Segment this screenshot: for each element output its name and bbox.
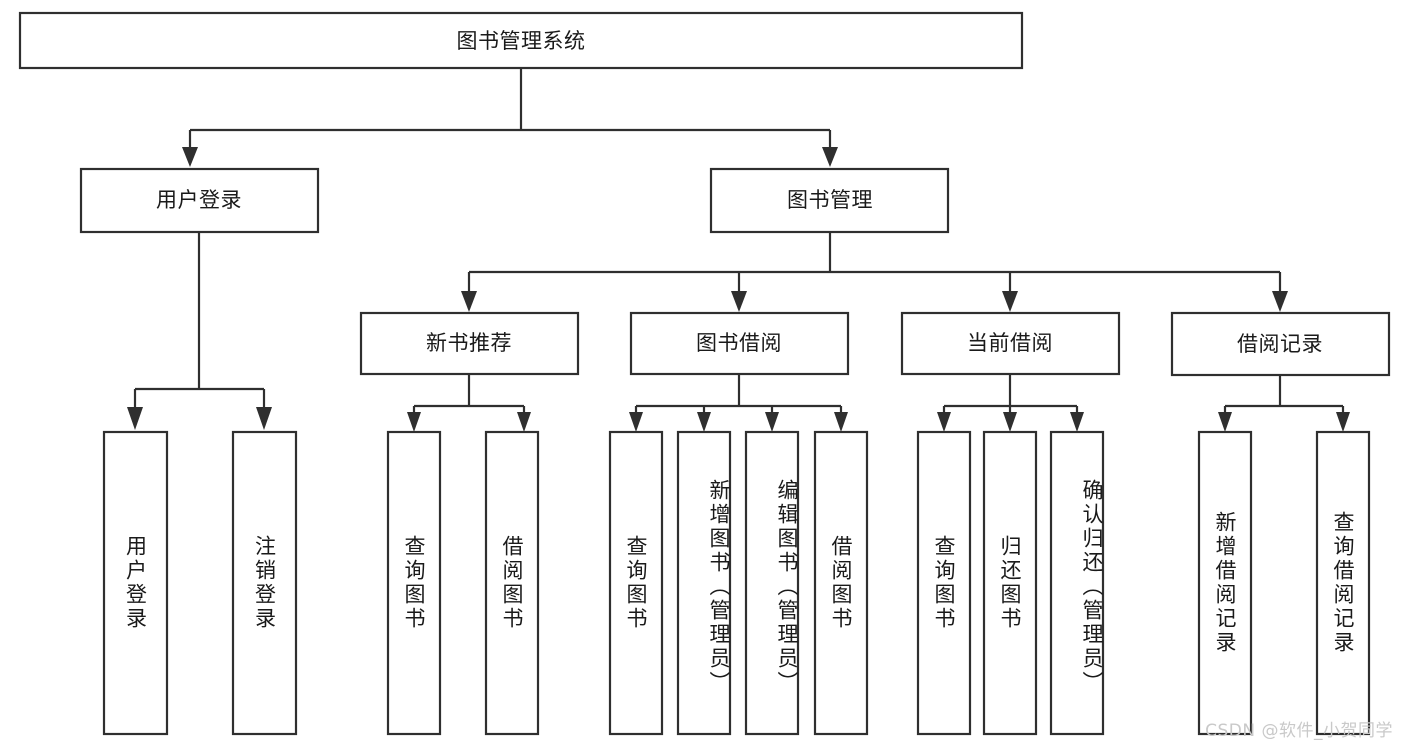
arrow-to-book-mgmt (822, 147, 838, 167)
arrow-leaf-logout (256, 407, 272, 430)
arrow-leaf-query-book-2 (629, 412, 643, 432)
node-book-borrow-label: 图书借阅 (696, 331, 782, 355)
leaf-boxes-new-book-recommend (386, 430, 540, 736)
arrow-to-borrow-record (1272, 291, 1288, 312)
leaf-box-query-book-3[interactable] (916, 430, 972, 736)
node-current-borrow-box (900, 311, 1121, 376)
arrow-to-book-borrow (731, 291, 747, 312)
leaf-box-edit-book[interactable] (744, 430, 800, 736)
arrow-to-current-borrow (1002, 291, 1018, 312)
node-user-login-label: 用户登录 (156, 188, 242, 212)
node-borrow-record-label: 借阅记录 (1237, 332, 1323, 356)
leaf-box-borrow-book-2[interactable] (813, 430, 869, 736)
node-root-label: 图书管理系统 (457, 29, 586, 53)
arrow-leaf-borrow-book-1 (517, 412, 531, 432)
arrow-leaf-return-book (1003, 412, 1017, 432)
leaf-box-query-book-1[interactable] (386, 430, 442, 736)
leaf-boxes-current-borrow (916, 430, 1105, 736)
leaf-box-add-record[interactable] (1197, 430, 1253, 736)
node-current-borrow-label: 当前借阅 (967, 331, 1053, 355)
arrow-leaf-edit-book (765, 412, 779, 432)
leaf-boxes-user-login (102, 430, 298, 736)
leaf-boxes-borrow-record (1197, 430, 1371, 736)
connector-group-userlogin-to-leaves (127, 232, 272, 430)
node-new-book-recommend-label: 新书推荐 (426, 331, 512, 355)
node-user-login-box (79, 167, 320, 234)
node-book-borrow[interactable]: 图书借阅 (629, 311, 850, 376)
arrow-leaf-confirm-return (1070, 412, 1084, 432)
leaf-box-add-book[interactable] (676, 430, 732, 736)
arrow-leaf-query-record (1336, 412, 1350, 432)
arrow-leaf-query-book-1 (407, 412, 421, 432)
watermark-text: CSDN @软件_小贺同学 (1205, 721, 1393, 741)
connector-group-root-to-level2 (182, 68, 838, 167)
node-current-borrow[interactable]: 当前借阅 (900, 311, 1121, 376)
arrow-leaf-query-book-3 (937, 412, 951, 432)
leaf-box-query-record[interactable] (1315, 430, 1371, 736)
arrow-leaf-borrow-book-2 (834, 412, 848, 432)
arrow-to-user-login (182, 147, 198, 167)
leaf-box-confirm-return[interactable] (1049, 430, 1105, 736)
leaf-boxes-book-borrow (608, 430, 869, 736)
node-root-book-management-system[interactable]: 图书管理系统 (18, 11, 1024, 70)
connector-group-bookmgmt-to-level3 (461, 232, 1288, 312)
node-book-borrow-box (629, 311, 850, 376)
node-book-management[interactable]: 图书管理 (709, 167, 950, 234)
node-book-management-box (709, 167, 950, 234)
arrow-leaf-user-login (127, 407, 143, 430)
node-book-management-label: 图书管理 (787, 188, 873, 212)
leaf-box-return-book[interactable] (982, 430, 1038, 736)
node-new-book-recommend-box (359, 311, 580, 376)
connector-group-bookborrow-to-leaves (629, 374, 848, 432)
node-borrow-record[interactable]: 借阅记录 (1170, 311, 1391, 377)
connector-group-currentborrow-to-leaves (937, 374, 1084, 432)
node-root-box (18, 11, 1024, 70)
connector-group-newbook-to-leaves (407, 374, 531, 432)
arrow-to-new-book-recommend (461, 291, 477, 312)
leaf-box-logout[interactable] (231, 430, 298, 736)
node-user-login[interactable]: 用户登录 (79, 167, 320, 234)
node-borrow-record-box (1170, 311, 1391, 377)
connector-group-borrowrecord-to-leaves (1218, 375, 1350, 432)
leaf-box-user-login[interactable] (102, 430, 169, 736)
node-new-book-recommend[interactable]: 新书推荐 (359, 311, 580, 376)
leaf-box-borrow-book-1[interactable] (484, 430, 540, 736)
leaf-box-query-book-2[interactable] (608, 430, 664, 736)
arrow-leaf-add-record (1218, 412, 1232, 432)
arrow-leaf-add-book (697, 412, 711, 432)
